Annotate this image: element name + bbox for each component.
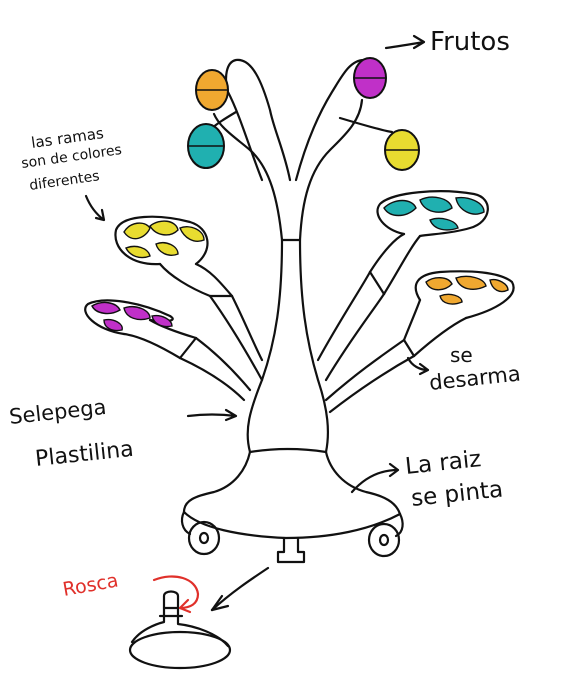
branch-right-upper: [316, 190, 489, 382]
wheel-left: [187, 520, 221, 556]
arrow-ramas: [84, 194, 106, 222]
arrow-to-screw: [210, 566, 270, 612]
branch-right-lower: [324, 270, 515, 414]
label-plastilina-2: Plastilina: [34, 437, 135, 472]
branch-left-lower: [84, 299, 252, 402]
label-desarma-2: desarma: [428, 362, 522, 395]
label-ramas-3: diferentes: [28, 168, 100, 194]
arrow-frutos: [384, 34, 426, 50]
fruit-orange: [195, 69, 229, 111]
arrow-raiz: [350, 462, 400, 494]
leaf-yellow-pattern: [123, 220, 205, 259]
arrow-desarma: [406, 356, 430, 376]
label-plastilina-1: Selepega: [8, 395, 107, 429]
wheel-right: [367, 522, 401, 558]
leaf-orange-pattern: [425, 275, 509, 305]
leaf-teal-pattern: [383, 196, 485, 231]
screw-stub: [276, 536, 306, 564]
rotation-arrow: [152, 575, 200, 614]
fruit-yellow: [384, 129, 420, 171]
label-raiz-1: La raiz: [404, 446, 483, 480]
label-frutos: Frutos: [430, 27, 510, 57]
branch-left-upper: [114, 215, 264, 382]
screw-piece: [128, 590, 232, 670]
leaf-magenta-pattern: [91, 301, 173, 332]
label-rosca: Rosca: [61, 570, 120, 601]
fruit-teal: [187, 123, 225, 169]
fruit-magenta: [353, 57, 387, 99]
label-raiz-2: se pinta: [410, 476, 504, 511]
root-base: [180, 450, 404, 540]
trunk: [246, 238, 330, 454]
arrow-plastilina: [186, 408, 238, 422]
label-desarma-1: se: [450, 343, 473, 367]
